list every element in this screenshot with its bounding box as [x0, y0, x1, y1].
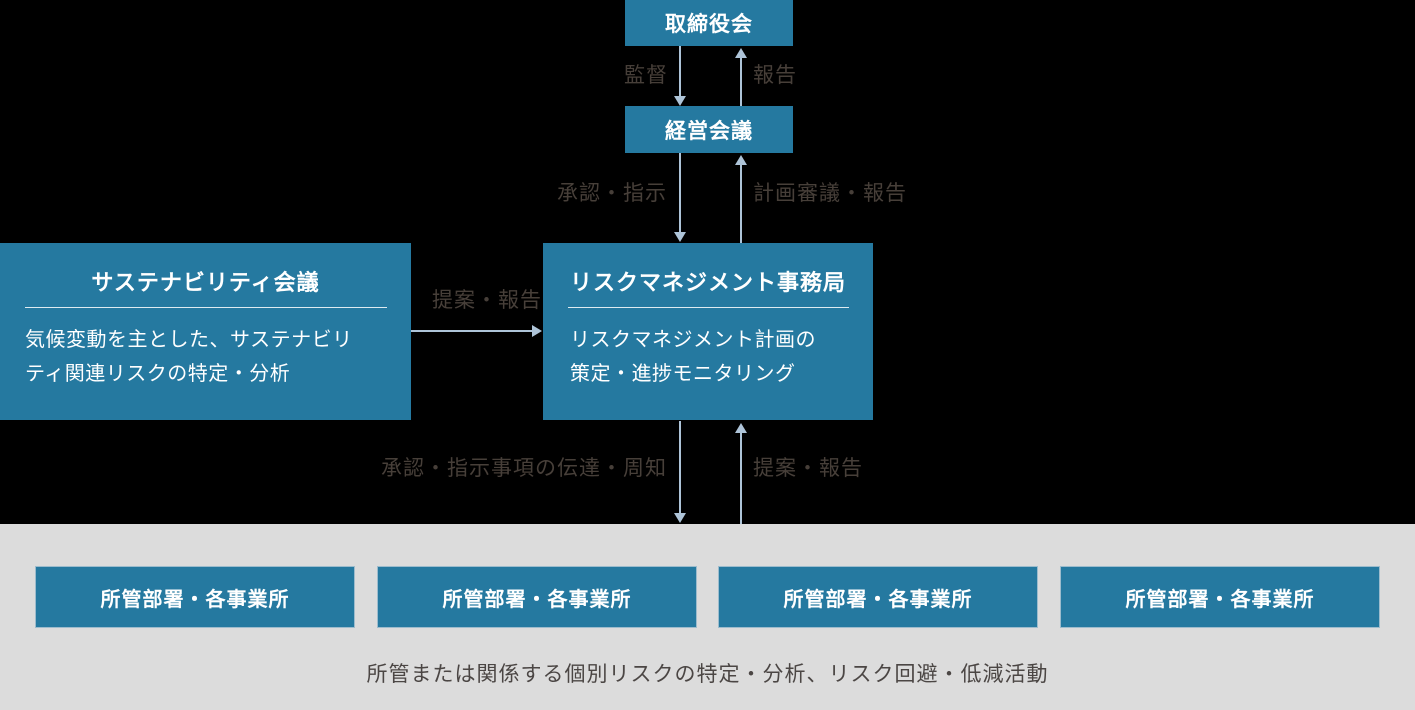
sustainability-meeting-box: サステナビリティ会議 気候変動を主とした、サステナビリ ティ関連リスクの特定・分… [0, 243, 411, 420]
department-box-1-label: 所管部署・各事業所 [100, 588, 290, 611]
arrow-supervision-head [674, 96, 686, 106]
arrow-transmission-head [674, 513, 686, 523]
arrow-report-head [735, 48, 747, 58]
arrow-plan-review-head [735, 155, 747, 165]
edge-label-proposal-report: 提案・報告 [432, 289, 542, 312]
management-meeting-box: 経営会議 [625, 106, 793, 153]
sustainability-meeting-body-line2: ティ関連リスクの特定・分析 [25, 363, 291, 385]
department-box-3-label: 所管部署・各事業所 [783, 588, 973, 611]
department-box-2: 所管部署・各事業所 [377, 566, 697, 628]
edge-label-report: 報告 [753, 64, 797, 87]
arrow-approval-head [674, 232, 686, 242]
edge-label-supervision: 監督 [624, 64, 668, 87]
board-of-directors-label: 取締役会 [665, 13, 753, 36]
sustainability-meeting-title: サステナビリティ会議 [91, 270, 320, 295]
risk-management-office-title: リスクマネジメント事務局 [569, 270, 846, 295]
sustainability-meeting-divider [25, 307, 387, 308]
arrow-proposal-bottom-head [735, 423, 747, 433]
edge-label-approval-instruction: 承認・指示 [557, 182, 667, 205]
risk-management-office-body-line1: リスクマネジメント計画の [570, 329, 816, 351]
arrow-proposal-head [532, 325, 542, 337]
board-of-directors-box: 取締役会 [625, 0, 793, 46]
departments-caption: 所管または関係する個別リスクの特定・分析、リスク回避・低減活動 [366, 663, 1049, 686]
sustainability-meeting-body-line1: 気候変動を主とした、サステナビリ [25, 329, 353, 351]
sustainability-meeting-body: 気候変動を主とした、サステナビリ ティ関連リスクの特定・分析 [25, 323, 395, 391]
edge-label-proposal-report-bottom: 提案・報告 [753, 457, 863, 480]
edge-label-plan-review-report: 計画審議・報告 [753, 182, 907, 205]
management-meeting-label: 経営会議 [665, 119, 753, 143]
risk-management-office-divider [568, 307, 849, 308]
department-box-4: 所管部署・各事業所 [1060, 566, 1380, 628]
department-box-4-label: 所管部署・各事業所 [1125, 588, 1315, 611]
department-box-3: 所管部署・各事業所 [718, 566, 1038, 628]
risk-management-office-body: リスクマネジメント計画の 策定・進捗モニタリング [570, 323, 857, 391]
department-box-2-label: 所管部署・各事業所 [442, 588, 632, 611]
risk-management-office-body-line2: 策定・進捗モニタリング [570, 363, 796, 385]
edge-label-transmission: 承認・指示事項の伝達・周知 [381, 457, 667, 480]
risk-management-office-box: リスクマネジメント事務局 リスクマネジメント計画の 策定・進捗モニタリング [543, 243, 873, 420]
department-box-1: 所管部署・各事業所 [35, 566, 355, 628]
